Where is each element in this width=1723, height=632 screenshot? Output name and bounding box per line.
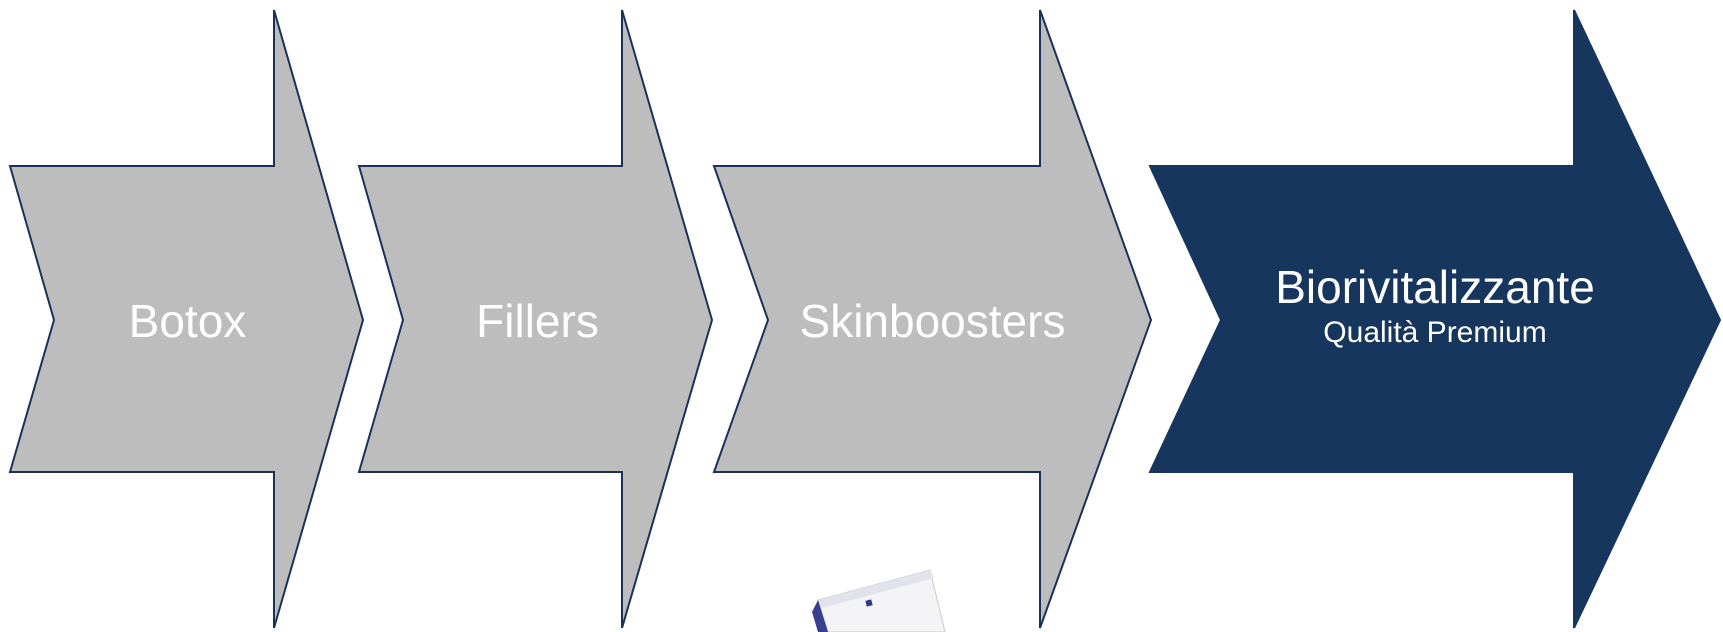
step-skinboosters: Skinboosters xyxy=(760,285,1105,357)
step-title: Fillers xyxy=(476,295,599,347)
arrow-shape-botox xyxy=(8,9,365,629)
product-box-image xyxy=(812,569,946,632)
step-fillers: Fillers xyxy=(405,285,670,357)
step-title: Biorivitalizzante xyxy=(1275,261,1595,313)
step-title: Botox xyxy=(128,295,247,347)
step-subtitle: Qualità Premium xyxy=(1323,316,1547,349)
step-biorivitalizzante: Biorivitalizzante Qualità Premium xyxy=(1215,264,1655,348)
step-title: Skinboosters xyxy=(799,295,1066,347)
arrow-shape-skinboosters xyxy=(712,9,1153,629)
arrow-shape-biorivitalizzante xyxy=(1148,9,1722,629)
arrow-shape-fillers xyxy=(357,9,714,629)
step-botox: Botox xyxy=(55,285,320,357)
